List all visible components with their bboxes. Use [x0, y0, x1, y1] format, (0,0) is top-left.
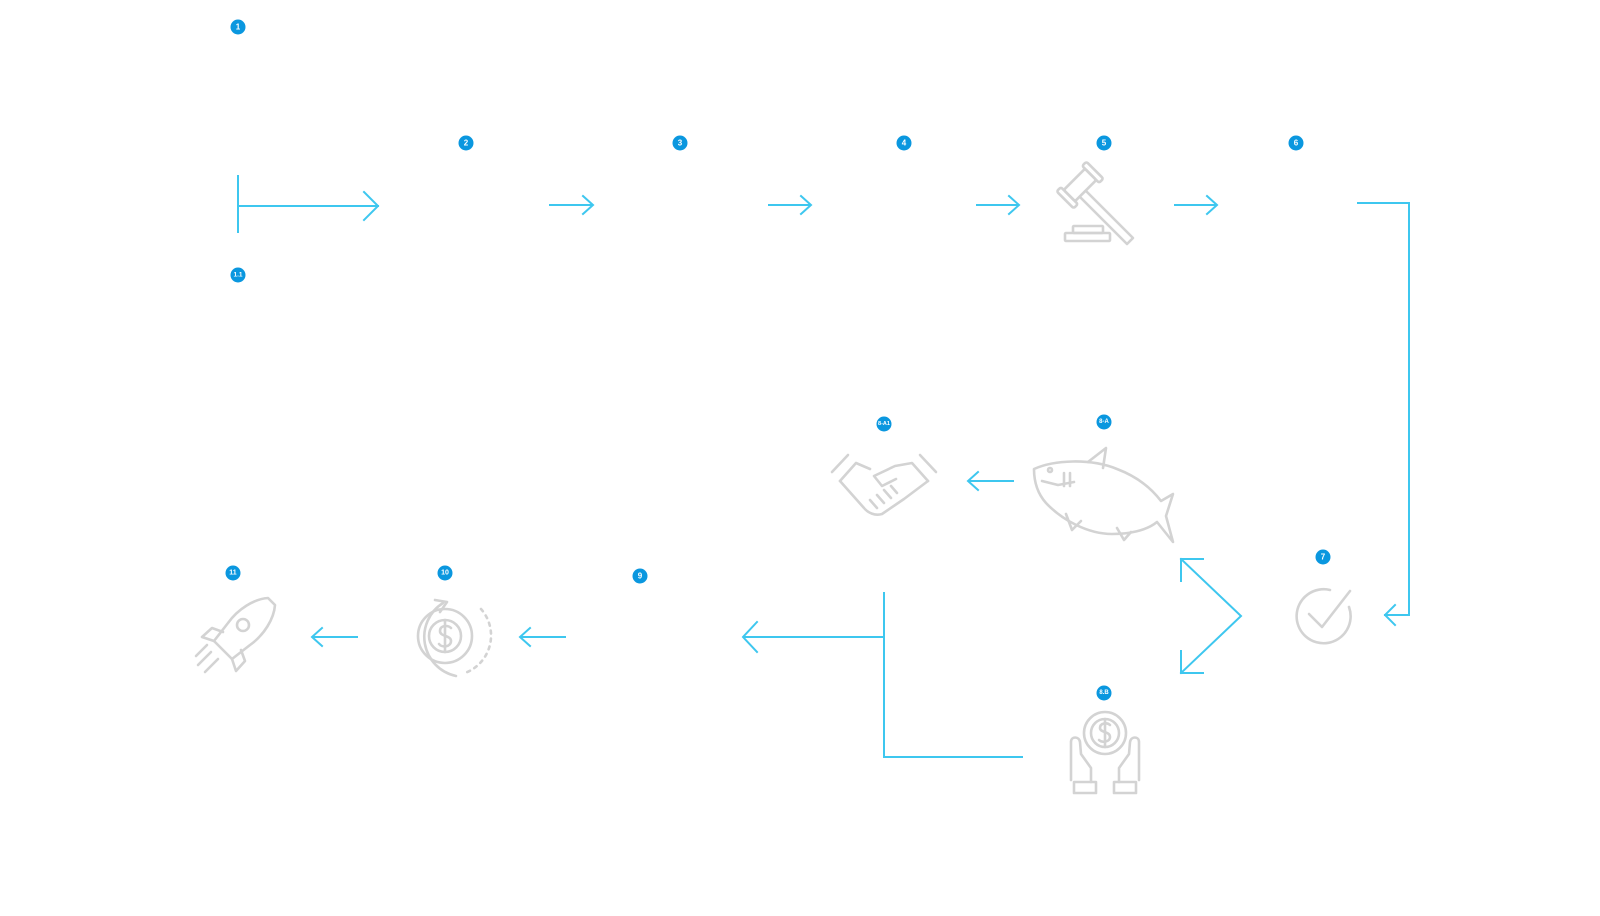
- step-badge-8-b: 8.B: [1096, 685, 1112, 701]
- arrow-10-to-11: [310, 626, 358, 648]
- arrow-3-to-4: [768, 194, 813, 216]
- dollar-cycle-icon: [416, 598, 493, 678]
- svg-text:2: 2: [464, 139, 469, 148]
- arrow-4-to-5: [976, 194, 1021, 216]
- svg-text:10: 10: [441, 570, 449, 577]
- arrow-5-to-6: [1174, 194, 1219, 216]
- step-badge-9: 9: [632, 568, 648, 584]
- step-badge-8-a: 8-A: [1096, 414, 1112, 430]
- svg-text:9: 9: [638, 572, 643, 581]
- step-badge-2: 2: [458, 135, 474, 151]
- step-badge-1-1: 1.1: [230, 267, 246, 283]
- step-badge-6: 6: [1288, 135, 1304, 151]
- svg-text:11: 11: [229, 570, 237, 577]
- step-badge-1: 1: [230, 19, 246, 35]
- connector-6-to-7: [1357, 202, 1410, 627]
- svg-text:1.1: 1.1: [233, 272, 242, 279]
- shark-icon: [1032, 446, 1175, 544]
- gavel-icon: [1056, 161, 1135, 246]
- arrow-9-to-10: [518, 626, 566, 648]
- svg-text:1: 1: [236, 23, 241, 32]
- svg-text:8.B: 8.B: [1099, 690, 1109, 696]
- svg-text:6: 6: [1294, 139, 1299, 148]
- arrow-2-to-3: [549, 194, 595, 216]
- svg-text:4: 4: [902, 139, 907, 148]
- svg-text:8-A: 8-A: [1099, 419, 1109, 425]
- step-badge-11: 11: [225, 565, 241, 581]
- connector-8b-to-9: [741, 592, 1023, 758]
- svg-text:3: 3: [678, 139, 683, 148]
- check-circle-icon: [1295, 588, 1352, 645]
- step-badge-7: 7: [1315, 549, 1331, 565]
- rocket-icon: [194, 596, 277, 674]
- step-badge-10: 10: [437, 565, 453, 581]
- step-badge-8-a1: 8-A1: [876, 416, 892, 432]
- step-badge-5: 5: [1096, 135, 1112, 151]
- handshake-icon: [830, 453, 938, 516]
- start-connector: [237, 175, 380, 233]
- svg-text:8-A1: 8-A1: [878, 421, 890, 427]
- step-badge-3: 3: [672, 135, 688, 151]
- svg-text:5: 5: [1102, 139, 1107, 148]
- hands-coin-icon: [1069, 710, 1141, 795]
- svg-text:7: 7: [1321, 553, 1326, 562]
- step-badge-4: 4: [896, 135, 912, 151]
- branch-7-to-8: [1179, 557, 1243, 675]
- arrow-8a-to-8a1: [966, 470, 1014, 492]
